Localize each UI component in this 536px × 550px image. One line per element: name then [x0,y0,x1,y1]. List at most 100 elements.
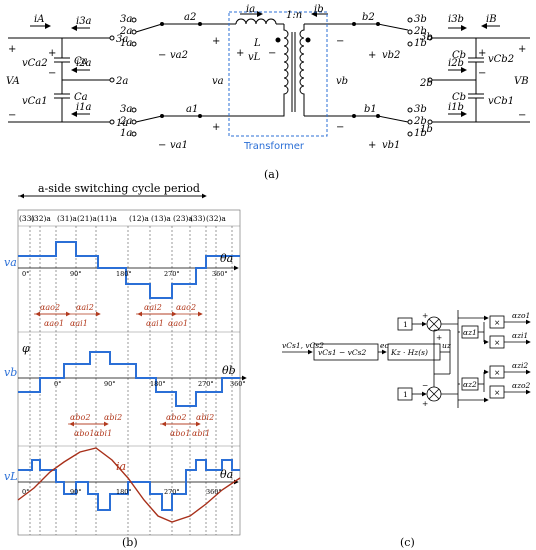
label-Ca-top: Ca [74,56,88,67]
label-vCb1: vCb1 [488,96,514,107]
label-one-bottom: 1 [403,390,408,399]
minus-va2: − [158,50,166,61]
plus-va2: + [212,36,220,47]
caption-c: (c) [400,536,415,549]
plus-vb2: + [368,50,376,61]
alpha-a-label: αao1 [44,319,64,328]
minus-vb2: − [336,36,344,47]
node-3a-top: 3a [120,14,132,25]
label-error: ec [380,341,389,350]
wave-vL [18,459,240,511]
alpha-a-label: αai1 [146,319,164,328]
mult-4: × [494,388,500,397]
node-2a-bottom: 2a [119,116,132,127]
node-3a-left: 3a [116,34,128,45]
state-labels: (33)(32)a(31)a(21)a(11)a(12)a(13)a(23)a(… [19,214,226,223]
label-vb2: vb2 [382,50,400,61]
alpha-b-label: αbo2 [70,413,90,422]
label-inputs: vCs1, vCs2 [282,341,324,350]
mult-1: × [494,318,500,327]
tick-label: 360° [206,488,222,496]
label-i1a: i1a [76,102,92,113]
tick-label: 180° [116,488,132,496]
minus-left-1: − [8,110,16,121]
panel-c-labels: vCs1, vCs2 vCs1 − vCs2 ec Kz · Hz(s) uz … [282,311,531,408]
panel-c-diagram [282,310,531,408]
tick-label: 0° [22,270,29,278]
label-VA: VA [6,76,20,87]
node-1a-bottom: 1a [120,128,132,139]
alpha-b-label: αbo1 [170,429,190,438]
node-3b-bottom: 3b [414,104,427,115]
caption-a: (a) [264,168,279,181]
label-ia-wave: ia [116,460,126,473]
output-1: αzo1 [512,311,530,320]
label-ia-top: ia [246,4,255,15]
plus-left-1: + [8,44,16,55]
panel-a-circuit [8,11,530,137]
wave-vb [18,351,240,407]
plus-cap-right: + [478,48,486,59]
tick-label: 90° [70,488,82,496]
label-uz: uz [442,341,451,350]
label-transformer: Transformer [243,141,305,152]
output-3: αzi2 [512,361,528,370]
label-vb1: vb1 [382,140,400,151]
alpha-a-label: αao1 [168,319,188,328]
node-1b-right: 1b [420,124,433,135]
node-3a-bottom: 3a [120,104,132,115]
label-i2b: i2b [448,58,464,69]
node-2b-bottom: 2b [413,116,427,127]
label-vb-wave: vb [4,366,17,379]
state-label: (32)a [206,214,226,223]
output-4: αzo2 [512,381,531,390]
tick-label: 180° [116,270,132,278]
tick-label: 90° [70,270,82,278]
label-phi: φ [22,342,30,355]
alpha-a-label: αai2 [144,303,162,312]
minus-vL: − [268,48,276,59]
minus-vb1: − [336,122,344,133]
panel-b-axes [18,265,247,485]
label-L: L [253,38,261,49]
sum-top-plus: + [422,311,428,320]
sum-bottom-minus: − [422,381,428,390]
node-2a-top: 2a [119,26,132,37]
alpha-b-label: αbi1 [192,429,210,438]
node-1b-top: 1b [414,38,427,49]
state-label: (33) [190,214,205,223]
plus-cap-1: + [48,48,56,59]
label-controller: Kz · Hz(s) [390,348,428,357]
label-Cb-bottom: Cb [452,92,466,103]
label-i3b: i3b [448,14,464,25]
minus-right-1: − [518,110,526,121]
label-vL: vL [248,52,261,63]
tick-labels: 0°90°180°270°360°0°90°180°270°360°0°90°1… [22,270,246,496]
period-label: a-side switching cycle period [38,182,200,195]
tick-label: 270° [164,270,180,278]
tick-label: 360° [212,270,228,278]
tick-label: 270° [164,488,180,496]
tick-label: 360° [230,380,246,388]
tick-label: 270° [198,380,214,388]
alpha-arrows [34,311,203,427]
state-label: (23)a [173,214,193,223]
plus-right-1: + [518,44,526,55]
plus-va1: + [212,122,220,133]
state-label: (11)a [97,214,117,223]
alpha-a-label: αao2 [176,303,196,312]
node-2b-right: 2b [419,78,433,89]
label-vCb2: vCb2 [488,54,514,65]
node-1a-left: 1a [116,118,128,129]
label-iA: iA [34,14,44,25]
state-label: (12)a [129,214,149,223]
label-vCa2: vCa2 [22,58,48,69]
mult-2: × [494,338,500,347]
plus-vb1: + [368,140,376,151]
alpha-a-label: αao2 [40,303,60,312]
label-one-top: 1 [403,320,408,329]
output-2: αzi1 [512,331,528,340]
tick-label: 0° [22,488,29,496]
